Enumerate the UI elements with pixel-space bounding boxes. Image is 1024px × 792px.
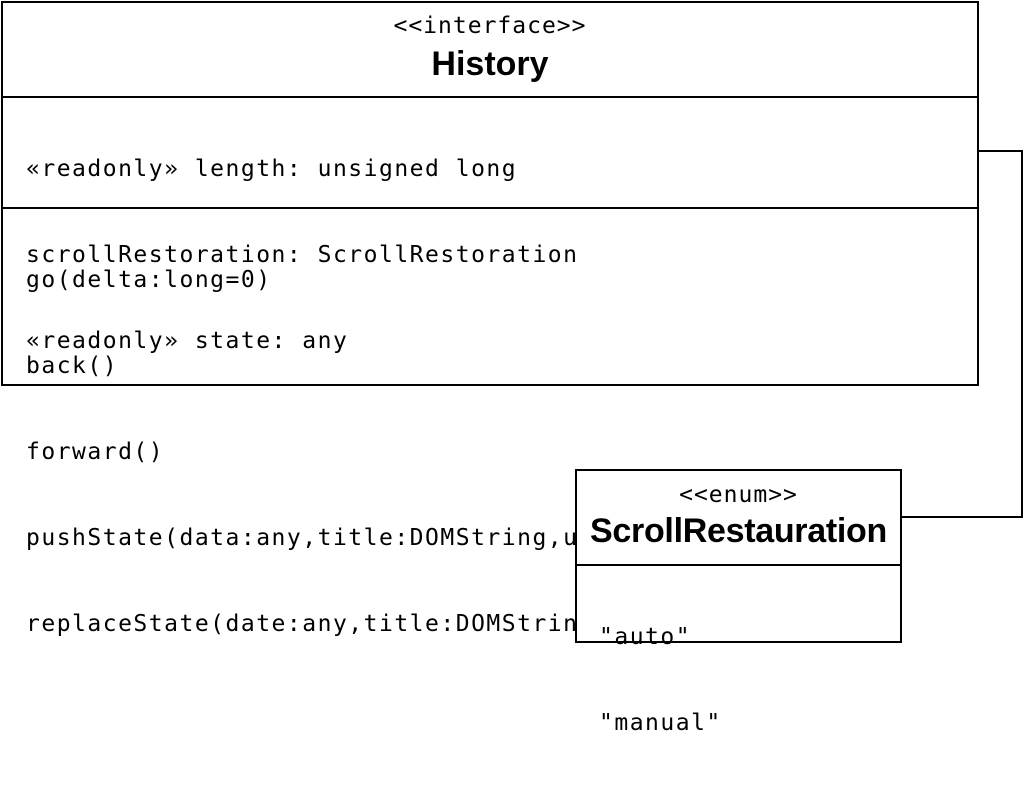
enum-class-name: ScrollRestauration: [590, 512, 887, 550]
attribute-length: «readonly» length: unsigned long: [26, 156, 518, 182]
enum-header: <<enum>> ScrollRestauration: [577, 471, 900, 566]
enum-stereotype: <<enum>>: [679, 482, 798, 508]
attribute-scroll-restoration: scrollRestoration: ScrollRestoration: [26, 242, 579, 268]
history-attributes-compartment: «readonly» length: unsigned long scrollR…: [3, 98, 977, 354]
operation-go: go(delta:long=0): [26, 267, 272, 293]
history-header: <<interface>> History: [3, 3, 977, 98]
attribute-state: «readonly» state: any: [26, 328, 349, 354]
scroll-restauration-enum-box: <<enum>> ScrollRestauration "auto" "manu…: [575, 469, 902, 736]
enum-literal-manual: "manual": [599, 710, 722, 736]
history-stereotype: <<interface>>: [393, 13, 587, 39]
enum-literal-auto: "auto": [599, 624, 692, 650]
operation-forward: forward(): [26, 439, 165, 465]
enum-literals-compartment: "auto" "manual": [577, 566, 900, 792]
operation-back: back(): [26, 353, 119, 379]
history-class-name: History: [431, 45, 549, 83]
history-interface-box: <<interface>> History «readonly» length:…: [1, 1, 979, 637]
